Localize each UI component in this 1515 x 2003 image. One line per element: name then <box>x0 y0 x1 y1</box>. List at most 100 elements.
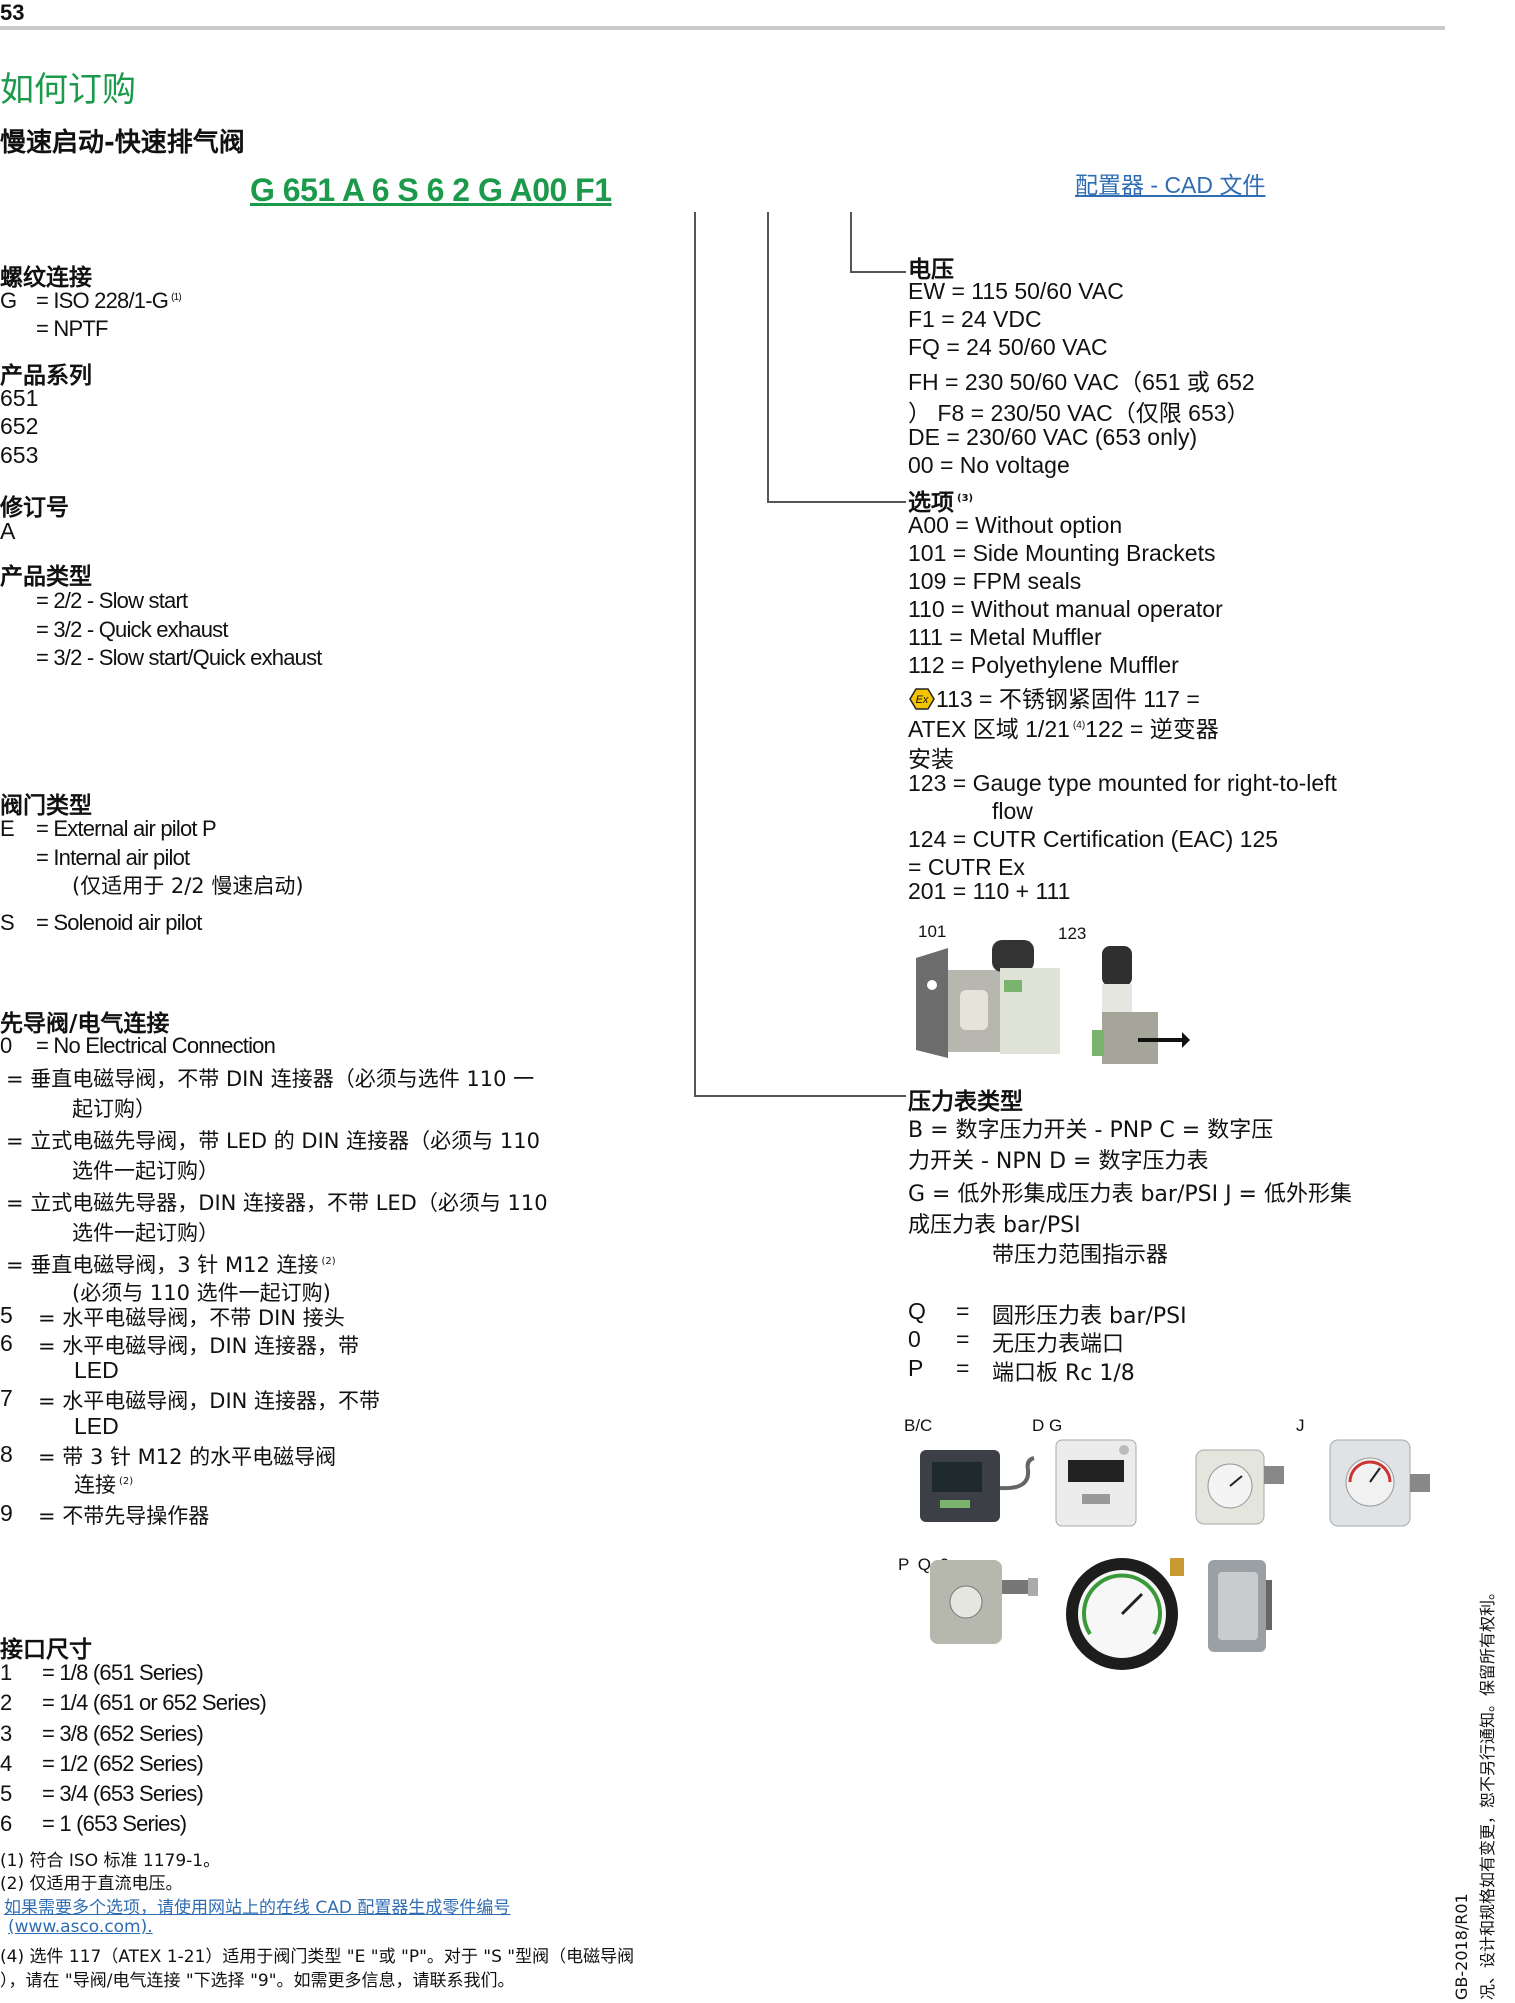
pilot-item: LED <box>74 1357 119 1383</box>
option-item: 111 = Metal Muffler <box>908 624 1102 650</box>
option-item: 201 = 110 + 111 <box>908 878 1071 904</box>
pilot-item: 选件一起订购） <box>72 1221 219 1245</box>
footnote: (4) 选件 117（ATEX 1-21）适用于阀门类型 "E "或 "P"。对… <box>0 1947 635 1967</box>
option-item: 124 = CUTR Certification (EAC) 125 <box>908 826 1279 852</box>
port-size-item: = 1/2 (652 Series) <box>42 1751 204 1776</box>
gauge-code: 0 <box>908 1326 921 1352</box>
pilot-code: 5 <box>0 1302 13 1328</box>
voltage-item: DE = 230/60 VAC (653 only) <box>908 424 1198 450</box>
option-item: 123 = Gauge type mounted for right-to-le… <box>908 770 1337 796</box>
page-number: 53 <box>0 0 25 25</box>
gauge-item: 带压力范围指示器 <box>992 1243 1169 1268</box>
thread-item-text: = ISO 228/1-G(1) <box>36 288 182 313</box>
series-item: 652 <box>0 413 39 439</box>
port-size-code: 6 <box>0 1811 12 1836</box>
pilot-item: = 带 3 针 M12 的水平电磁导阀 <box>38 1445 337 1469</box>
pilot-item: = 水平电磁导阀，DIN 连接器，带 <box>38 1334 360 1358</box>
connector-line-gauge <box>694 212 696 1096</box>
product-type-item: = 3/2 - Slow start/Quick exhaust <box>36 645 322 670</box>
series-item: 651 <box>0 385 39 411</box>
port-size-item: = 3/8 (652 Series) <box>42 1721 204 1746</box>
atex-ex-icon: Ex <box>909 688 935 710</box>
valve-type-item: = Internal air pilot <box>36 845 190 870</box>
pilot-item: = 垂直电磁导阀，3 针 M12 连接(2) <box>6 1253 336 1277</box>
port-size-code: 5 <box>0 1781 12 1806</box>
pilot-item: LED <box>74 1413 119 1439</box>
image-label-j: J <box>1296 1416 1305 1435</box>
option-item: A00 = Without option <box>908 512 1123 538</box>
section-pilot-title: 先导阀/电气连接 <box>0 1011 170 1037</box>
series-item: 653 <box>0 442 39 468</box>
gauge-products-image <box>920 1439 1430 1670</box>
image-label-bc: B/C <box>904 1416 933 1435</box>
footnote: (1) 符合 ISO 标准 1179-1。 <box>0 1851 221 1871</box>
image-label-101: 101 <box>918 922 947 941</box>
gauge-eq: = <box>956 1298 970 1324</box>
pilot-code: 8 <box>0 1441 13 1467</box>
port-size-code: 1 <box>0 1660 12 1685</box>
valve-type-code: S <box>0 910 15 935</box>
section-series-title: 产品系列 <box>0 363 92 389</box>
option-item: ATEX 区域 1/21(4)122 = 逆变器 <box>908 716 1219 742</box>
section-voltage-title: 电压 <box>908 257 954 283</box>
doc-revision: GB-2018/R01 <box>1452 1893 1471 2000</box>
product-subtitle: 慢速启动-快速排气阀 <box>0 128 245 158</box>
gauge-eq: = <box>956 1355 970 1381</box>
connector-line-gauge-h <box>694 1095 906 1097</box>
product-type-item: = 2/2 - Slow start <box>36 588 188 613</box>
pilot-item: = 水平电磁导阀，DIN 连接器，不带 <box>38 1389 381 1413</box>
gauge-item: 力开关 - NPN D = 数字压力表 <box>908 1149 1209 1174</box>
footnote: (2) 仅适用于直流电压。 <box>0 1874 183 1894</box>
pilot-item: 起订购） <box>72 1097 156 1121</box>
port-size-code: 4 <box>0 1751 12 1776</box>
pilot-item: = 立式电磁先导阀，带 LED 的 DIN 连接器（必须与 110 <box>6 1129 540 1153</box>
option-item: 109 = FPM seals <box>908 568 1082 594</box>
product-type-item: = 3/2 - Quick exhaust <box>36 617 229 642</box>
legal-notice: 况、设计和规格如有变更，恕不另行通知。保留所有权利。 <box>1478 1583 1497 2000</box>
connector-line-options-h <box>767 501 906 503</box>
valve-type-item: (仅适用于 2/2 慢速启动) <box>72 874 304 898</box>
gauge-item: 成压力表 bar/PSI <box>908 1213 1081 1238</box>
option-item: 101 = Side Mounting Brackets <box>908 540 1216 566</box>
option-item: 112 = Polyethylene Muffler <box>908 652 1179 678</box>
connector-line-voltage <box>850 212 852 272</box>
voltage-item: 00 = No voltage <box>908 452 1070 478</box>
gauge-item: B = 数字压力开关 - PNP C = 数字压 <box>908 1118 1274 1143</box>
pilot-code: 6 <box>0 1330 13 1356</box>
voltage-item: ） F8 = 230/50 VAC（仅限 653） <box>908 400 1250 426</box>
valve-type-code: E <box>0 816 15 841</box>
gauge-item: 无压力表端口 <box>992 1332 1125 1357</box>
section-revision-title: 修订号 <box>0 495 69 521</box>
gauge-item: 圆形压力表 bar/PSI <box>992 1304 1187 1329</box>
voltage-item: EW = 115 50/60 VAC <box>908 278 1124 304</box>
pilot-item: = 水平电磁导阀，不带 DIN 接头 <box>38 1306 345 1330</box>
pilot-item: = No Electrical Connection <box>36 1033 276 1058</box>
page-title: 如何订购 <box>0 70 136 110</box>
pilot-item: = 不带先导操作器 <box>38 1504 210 1528</box>
option-products-image <box>916 940 1190 1064</box>
section-valve-type-title: 阀门类型 <box>0 793 92 819</box>
pilot-item: 选件一起订购） <box>72 1159 219 1183</box>
gauge-code: P <box>908 1355 924 1381</box>
pilot-code: 9 <box>0 1500 13 1526</box>
footnote-link[interactable]: 如果需要多个选项，请使用网站上的在线 CAD 配置器生成零件编号 <box>4 1898 511 1918</box>
port-size-code: 3 <box>0 1721 12 1746</box>
option-item-atex: Ex 113 = 不锈钢紧固件 117 = <box>908 680 1200 714</box>
pilot-code: 0 <box>0 1033 12 1058</box>
connector-line-voltage-h <box>850 271 906 273</box>
gauge-code: Q <box>908 1298 926 1324</box>
section-options-title: 选项(3) <box>908 490 974 516</box>
order-code: G 651 A 6 S 6 2 G A00 F1 <box>250 172 612 208</box>
revision-item: A <box>0 518 16 544</box>
cad-configurator-link[interactable]: 配置器 - CAD 文件 <box>1075 172 1266 198</box>
asco-website-link[interactable]: (www.asco.com). <box>8 1917 153 1937</box>
pilot-item: = 垂直电磁导阀，不带 DIN 连接器（必须与选件 110 一 <box>6 1067 535 1091</box>
pilot-item: (必须与 110 选件一起订购) <box>72 1281 331 1305</box>
section-product-type-title: 产品类型 <box>0 564 92 590</box>
section-thread-title: 螺纹连接 <box>0 265 92 291</box>
connector-line-options <box>767 212 769 502</box>
svg-text:Ex: Ex <box>916 694 929 706</box>
voltage-item: FQ = 24 50/60 VAC <box>908 334 1108 360</box>
voltage-item: F1 = 24 VDC <box>908 306 1042 332</box>
pilot-code: 7 <box>0 1385 13 1411</box>
